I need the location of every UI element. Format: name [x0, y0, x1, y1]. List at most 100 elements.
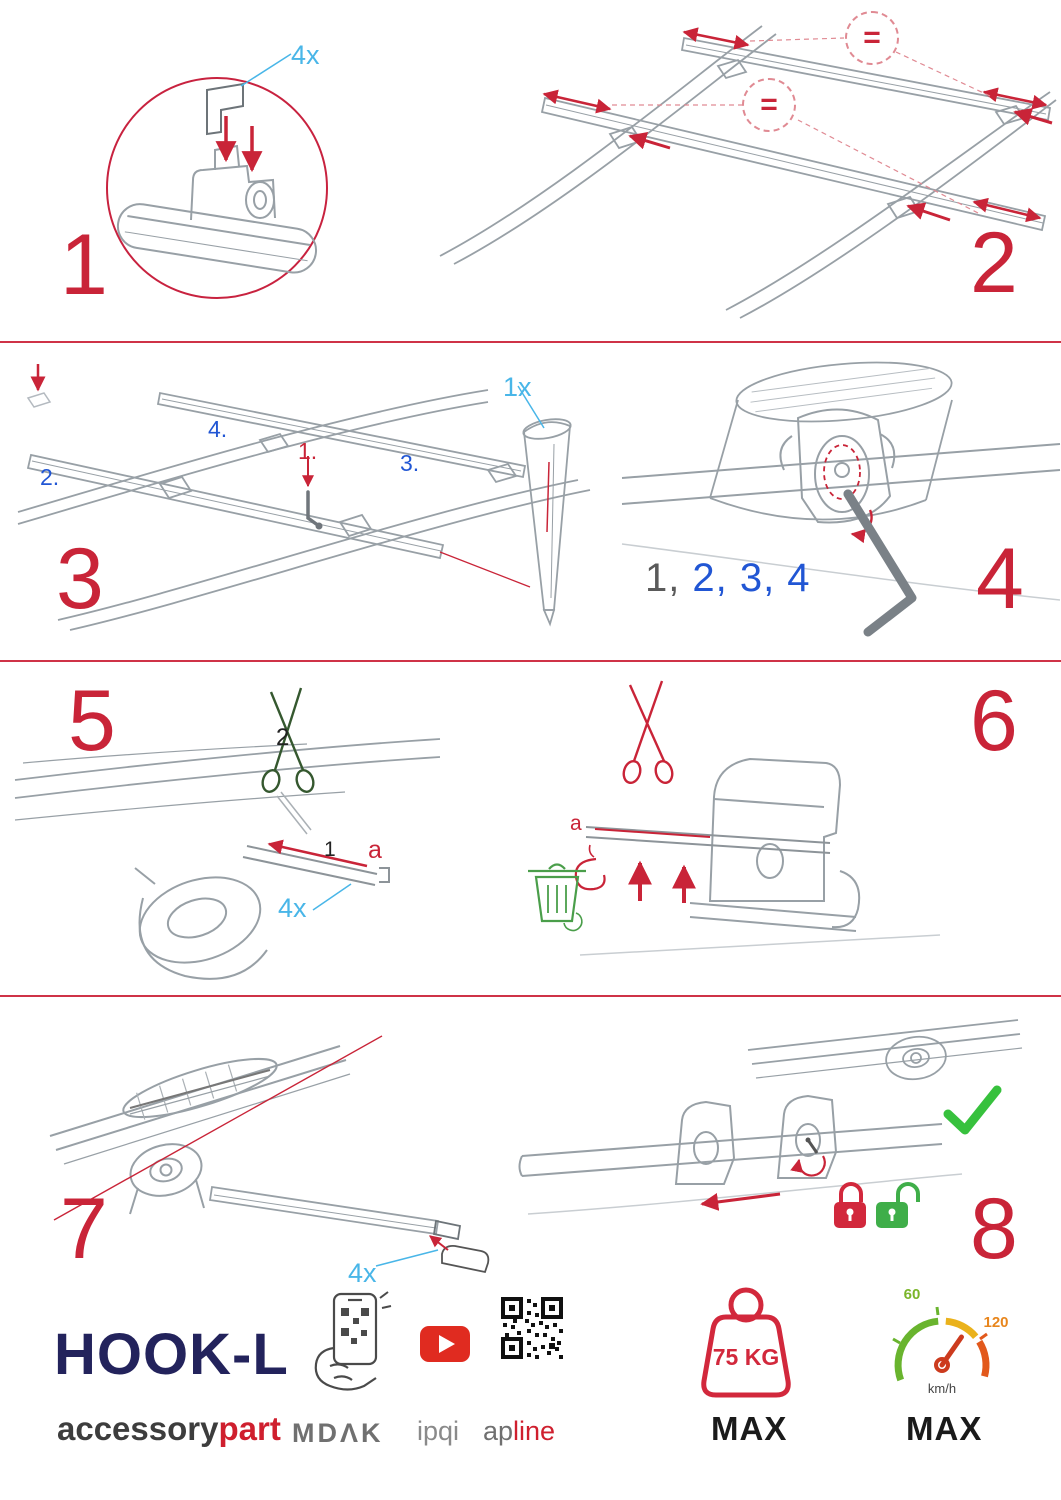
checkmark-icon	[943, 1085, 1002, 1135]
step-number-1: 1	[60, 217, 108, 313]
weight-max-label: MAX	[711, 1410, 788, 1447]
step-number-7: 7	[60, 1181, 108, 1277]
speed-high-label: 120	[983, 1314, 1008, 1331]
step5-strip-cut-diagram	[14, 687, 441, 980]
clamp-foot	[689, 757, 861, 932]
ghost-part-hint	[26, 364, 52, 408]
assembled-bar	[518, 1094, 963, 1215]
qty-pointer-line	[312, 883, 352, 911]
section-divider	[0, 660, 1061, 662]
crossbar	[621, 443, 1061, 505]
step-number-4: 4	[976, 531, 1024, 627]
slide-arrow	[700, 1192, 781, 1211]
scissors-icon	[622, 680, 674, 785]
trash-recycle-icon	[528, 863, 586, 932]
magnifier-circle	[106, 77, 328, 299]
gauge-hub	[934, 1357, 950, 1373]
qty-pointer-line	[375, 1249, 439, 1267]
step-number-3: 3	[56, 531, 104, 627]
speedometer-icon: 60 120 km/h	[892, 1286, 1009, 1396]
gauge-orange-arc	[976, 1339, 990, 1378]
speed-unit-label: km/h	[928, 1381, 956, 1396]
rail-opening	[49, 1045, 351, 1165]
section-divider	[0, 341, 1061, 343]
qty-pointer-line	[517, 385, 545, 429]
sight-line	[53, 1035, 383, 1221]
qty-label: 4x	[348, 1258, 377, 1288]
insert-order-label: 1	[324, 838, 336, 861]
padlock-open-icon	[876, 1182, 920, 1228]
mounted-rail-check	[747, 1019, 1023, 1081]
partner-logo-mdak: MDΛK	[292, 1418, 384, 1448]
step6-trim-discard-diagram	[528, 680, 941, 956]
gauge-yellow-arc	[945, 1317, 979, 1340]
dimension-label-a: a	[368, 836, 382, 864]
roof-rails	[439, 25, 1057, 319]
step4-tighten-diagram	[621, 361, 1061, 637]
equal-badge: =	[742, 78, 796, 132]
slide-arrows	[628, 107, 1053, 222]
substep-label-4: 4.	[208, 416, 228, 442]
crossbar-clamp-sketch	[116, 82, 318, 274]
padlock-closed-icon	[834, 1182, 866, 1228]
phone-qr-icon	[314, 1291, 392, 1391]
substep-label-3: 3.	[400, 450, 420, 476]
push-up-arrows	[628, 860, 696, 903]
partner-logo-ipqi: ipqi	[417, 1416, 460, 1446]
end-cap-part	[429, 1235, 490, 1274]
qty-pointer-line	[240, 53, 292, 87]
door-frame-lines	[14, 738, 441, 821]
gauge-green-arc	[894, 1317, 939, 1382]
insert-arrows	[215, 116, 263, 173]
insert-pointer-line	[439, 551, 531, 588]
substep-label-1: 1.	[298, 438, 318, 464]
crossbars	[26, 391, 527, 560]
crossbars	[540, 36, 1052, 232]
qty-label: 4x	[278, 893, 307, 923]
roof-line	[579, 934, 941, 956]
clamp-body	[779, 408, 896, 524]
brand-name-gray: accessory	[57, 1410, 219, 1447]
equal-badge: =	[845, 11, 899, 65]
weight-value: 75 KG	[713, 1344, 779, 1370]
step8-lock-diagram	[518, 1019, 1023, 1228]
brand-name-red: part	[218, 1410, 281, 1447]
youtube-icon	[420, 1326, 470, 1362]
step-number-2: 2	[970, 215, 1018, 311]
brand-name: accessorypart	[57, 1412, 281, 1445]
mounting-bracket-part	[206, 82, 244, 136]
scissors-icon	[261, 687, 315, 793]
speed-low-label: 60	[904, 1286, 921, 1303]
repeat-steps-sequence: 1, 2, 3, 4	[645, 556, 811, 601]
product-name: HOOK-L	[54, 1322, 289, 1387]
step-number-5: 5	[68, 673, 116, 769]
step3-assembly-diagram	[17, 364, 591, 631]
weight-max-icon: 75 KG	[701, 1287, 791, 1398]
step2-positioning-diagram	[439, 25, 1057, 319]
speed-max-label: MAX	[906, 1410, 983, 1447]
strap-cone-part	[522, 418, 572, 627]
section-divider	[0, 995, 1061, 997]
partner-logo-apline-red: line	[513, 1416, 556, 1446]
rail-section	[709, 361, 953, 521]
qr-code	[501, 1297, 563, 1359]
substep-label-2: 2.	[40, 464, 60, 490]
key-turn	[790, 1137, 826, 1177]
dimension-label-a: a	[570, 812, 582, 835]
screw-highlight-circle	[823, 444, 861, 500]
cut-mark-line	[594, 828, 711, 838]
cut-order-label: 2	[276, 724, 290, 751]
step-number-8: 8	[970, 1181, 1018, 1277]
foot-clamp	[129, 1143, 205, 1215]
cut-off-curl	[574, 844, 606, 891]
allen-key-icon	[302, 456, 323, 530]
partner-logo-apline-gray: ap	[483, 1416, 514, 1446]
step1-detail-diagram	[106, 53, 328, 299]
insert-arrow	[267, 839, 368, 868]
step-number-6: 6	[970, 673, 1018, 769]
allen-key-icon	[843, 489, 917, 637]
step7-endcap-diagram	[49, 1035, 490, 1274]
partner-logo-apline: apline	[483, 1418, 555, 1445]
bar-end	[208, 1185, 462, 1241]
